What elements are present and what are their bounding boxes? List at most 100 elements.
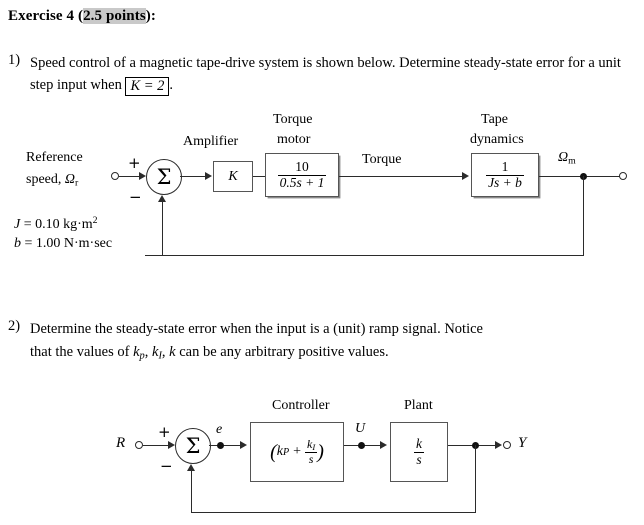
reference-input-label: R xyxy=(116,435,126,451)
question-1-period: . xyxy=(169,77,174,93)
output-label-Y: Y xyxy=(518,435,527,451)
question-1-body: Speed control of a magnetic tape-drive s… xyxy=(30,55,621,93)
parameter-J-symbol: J xyxy=(14,216,21,232)
feedback-up-wire xyxy=(161,202,163,256)
question-1-number: 1) xyxy=(8,52,21,68)
question-2-text: Determine the steady-state error when th… xyxy=(30,318,634,368)
parameter-b-value: = 1.00 N·m·sec xyxy=(21,236,113,251)
parameter-b: b = 1.00 N·m·sec xyxy=(14,236,112,252)
feedback-arrowhead-2 xyxy=(187,464,195,471)
sum-minus-sign-2: − xyxy=(160,457,173,475)
gain-kp-symbol: k xyxy=(133,344,140,360)
controller-integral-fraction: kI s xyxy=(305,436,318,466)
tape-dynamics-caption-line1: Tape xyxy=(481,112,509,127)
input-arrowhead xyxy=(139,171,146,180)
plant-caption: Plant xyxy=(404,398,433,413)
omega-symbol: Ω xyxy=(64,172,76,187)
torque-motor-block: 10 0.5s + 1 xyxy=(265,153,339,197)
sum-plus-sign: + xyxy=(128,154,141,172)
plant-block: k s xyxy=(390,422,448,482)
plant-denominator: s xyxy=(414,451,424,468)
output-omega-label: Ωm xyxy=(558,150,576,166)
torque-signal-wire xyxy=(339,175,466,177)
feedback-horizontal-wire-2 xyxy=(191,511,476,513)
boxed-gain-value: K = 2 xyxy=(125,77,170,96)
reference-speed-text: speed, xyxy=(26,172,65,187)
question-2-number: 2) xyxy=(8,318,21,334)
amplifier-caption: Amplifier xyxy=(183,134,239,149)
input-arrowhead-2 xyxy=(168,440,175,449)
controller-close-paren: ) xyxy=(317,441,324,463)
question-2-line-2: that the values of kp, kI, k can be any … xyxy=(30,341,634,368)
sum-to-controller-wire xyxy=(209,444,244,446)
control-signal-label: U xyxy=(355,421,366,436)
torque-motor-caption-line1: Torque xyxy=(273,112,313,127)
tape-dynamics-block: 1 Js + b xyxy=(471,153,539,197)
output-omega-symbol: Ω xyxy=(558,150,569,165)
torque-motor-caption-line2: motor xyxy=(277,132,311,147)
feedback-arrowhead xyxy=(158,195,166,202)
torque-motor-transfer-function: 10 0.5s + 1 xyxy=(277,158,327,190)
plant-numerator: k xyxy=(416,435,422,451)
input-to-sum-wire xyxy=(119,175,143,177)
controller-input-arrowhead xyxy=(240,440,247,449)
output-wire xyxy=(539,175,620,177)
error-signal-label: e xyxy=(216,422,223,437)
parameter-b-symbol: b xyxy=(14,236,21,251)
question-2-line2-suffix: can be any arbitrary positive values. xyxy=(175,344,389,360)
controller-ki-numerator: kI xyxy=(305,436,317,452)
feedback-down-wire-2 xyxy=(475,445,477,513)
output-arrowhead-2 xyxy=(495,440,502,449)
tape-dynamics-transfer-function: 1 Js + b xyxy=(486,158,524,190)
sum-plus-sign-2: + xyxy=(158,423,171,441)
gain-ki-symbol: k xyxy=(152,344,159,360)
controller-ki-denominator: s xyxy=(305,452,318,466)
reference-input-node-2 xyxy=(135,441,143,449)
tape-dynamics-numerator: 1 xyxy=(501,158,509,174)
torque-motor-denominator: 0.5s + 1 xyxy=(277,174,327,190)
magnetic-tape-drive-block-diagram: Reference speed, Ωr + − Σ Amplifier K To… xyxy=(0,112,644,267)
input-to-sum-wire-2 xyxy=(143,444,172,446)
output-omega-subscript: m xyxy=(568,155,576,167)
controller-ki-symbol: k xyxy=(307,436,313,451)
gain-kp-subscript: p xyxy=(139,350,145,362)
plant-input-arrowhead xyxy=(380,440,387,449)
parameter-J: J = 0.10 kg·m2 xyxy=(14,215,98,233)
sum-minus-sign: − xyxy=(129,188,142,206)
output-terminal-node xyxy=(619,172,627,180)
torque-motor-numerator: 10 xyxy=(295,158,309,174)
gain-ki-subscript: I xyxy=(158,350,162,362)
question-2-separator-1: , xyxy=(144,344,152,360)
title-highlight: 2.5 points xyxy=(83,8,146,24)
reference-speed-label-line2: speed, Ωr xyxy=(26,172,78,188)
controller-open-paren: ( xyxy=(270,441,277,463)
parameter-J-value: = 0.10 kg·m xyxy=(20,216,93,232)
tape-dynamics-caption-line2: dynamics xyxy=(470,132,524,147)
feedback-up-wire-2 xyxy=(190,471,192,512)
tape-dynamics-denominator: Js + b xyxy=(486,174,524,190)
control-signal-node xyxy=(358,441,365,449)
page-title: Exercise 4 (2.5 points): xyxy=(8,8,156,25)
feedback-horizontal-wire xyxy=(145,254,584,256)
output-terminal-node-2 xyxy=(503,441,511,449)
plant-transfer-function: k s xyxy=(414,435,424,468)
title-prefix: Exercise 4 ( xyxy=(8,8,84,24)
sum-to-amplifier-wire xyxy=(180,175,209,177)
parameter-J-exponent: 2 xyxy=(92,215,98,226)
error-signal-node xyxy=(217,441,224,449)
summing-junction-2: Σ xyxy=(175,428,211,464)
amplifier-block: K xyxy=(213,161,253,192)
question-2-line2-prefix: that the values of xyxy=(30,344,134,360)
controller-plus-sign: + xyxy=(293,444,302,459)
controller-kp-symbol: k xyxy=(276,444,283,459)
question-1-text: Speed control of a magnetic tape-drive s… xyxy=(30,52,642,96)
amplifier-gain-label: K xyxy=(228,168,238,184)
reference-speed-label-line1: Reference xyxy=(26,150,83,165)
reference-input-node xyxy=(111,172,119,180)
summing-junction: Σ xyxy=(146,159,182,195)
omega-r-subscript: r xyxy=(75,177,79,189)
amplifier-input-arrowhead xyxy=(205,171,212,180)
